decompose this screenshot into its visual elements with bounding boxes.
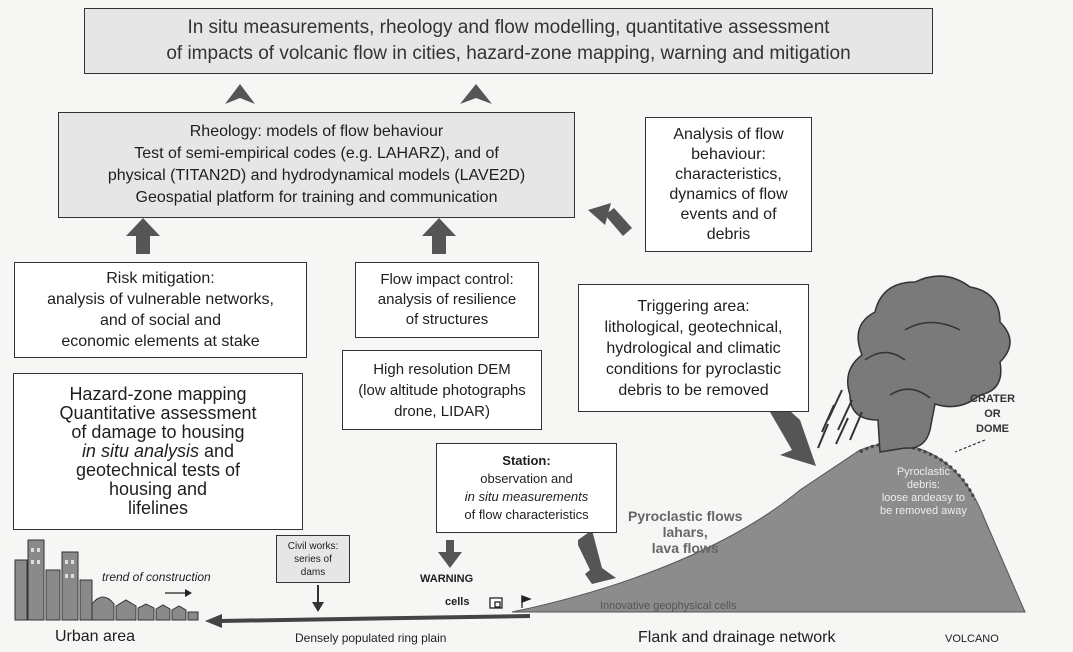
- analysis-line-1: Analysis of flow: [673, 125, 784, 143]
- hazard-line-7: housing and: [108, 479, 208, 499]
- hazard-line-3: of damage to housing: [71, 422, 245, 442]
- rheology-line-3: physical (TITAN2D) and hydrodynamical mo…: [107, 167, 526, 184]
- dem-line-2: (low altitude photographs: [358, 381, 526, 399]
- analysis-line-4: dynamics of flow: [669, 185, 788, 203]
- analysis-box: Analysis of flow behaviour: characterist…: [645, 117, 812, 252]
- risk-line-1: Risk mitigation:: [106, 270, 215, 287]
- station-box: Station: observation and in situ measure…: [436, 443, 617, 533]
- hazard-line-5: and: [204, 441, 235, 461]
- station-line-3: of flow characteristics: [464, 507, 589, 522]
- flows-line-3: lava flows: [651, 540, 719, 556]
- flow-impact-box: Flow impact control: analysis of resilie…: [355, 262, 539, 338]
- impact-line-2: analysis of resilience: [377, 291, 517, 308]
- risk-mitigation-box: Risk mitigation: analysis of vulnerable …: [14, 262, 307, 358]
- up-arrow-2: [460, 84, 492, 104]
- geophysical-cells-label: Innovative geophysical cells: [600, 600, 737, 612]
- triggering-area-box: Triggering area: lithological, geotechni…: [578, 284, 809, 412]
- ground-flow-arrow: [205, 614, 531, 628]
- flows-label: Pyroclastic flows lahars, lava flows: [628, 508, 742, 556]
- rheology-line-1: Rheology: models of flow behaviour: [189, 123, 444, 140]
- rheology-line-2: Test of semi-empirical codes (e.g. LAHAR…: [134, 145, 499, 162]
- trigger-line-5: debris to be removed: [618, 381, 769, 399]
- up-arrow-1: [225, 84, 255, 104]
- crater-text: CRATER: [970, 393, 1016, 405]
- risk-line-3: and of social and: [100, 312, 221, 329]
- up-arrow-impact: [422, 218, 456, 254]
- dem-box: High resolution DEM (low altitude photog…: [342, 350, 542, 430]
- flows-line-1: Pyroclastic flows: [628, 508, 743, 524]
- civil-works-box: Civil works: series of dams: [276, 535, 350, 583]
- analysis-line-5: events and of: [680, 205, 777, 223]
- volcano-label: VOLCANO: [945, 633, 999, 645]
- analysis-line-3: characteristics,: [675, 165, 782, 183]
- hazard-zone-box: Hazard-zone mapping Quantitative assessm…: [13, 373, 303, 530]
- urban-area-label: Urban area: [55, 628, 136, 645]
- hazard-line-2: Quantitative assessment: [59, 403, 257, 423]
- analysis-line-6: debris: [706, 225, 751, 243]
- civil-line-3: dams: [300, 566, 326, 578]
- rheology-box: Rheology: models of flow behaviour Test …: [58, 112, 575, 218]
- arrow-station-to-flank: [578, 530, 616, 584]
- arrow-trigger-to-volcano: [770, 402, 816, 466]
- trigger-line-1: Triggering area:: [637, 297, 750, 315]
- dem-line-1: High resolution DEM: [373, 360, 511, 378]
- risk-line-4: economic elements at stake: [61, 333, 260, 350]
- goal-box: In situ measurements, rheology and flow …: [84, 8, 933, 74]
- risk-line-2: analysis of vulnerable networks,: [47, 291, 274, 308]
- debris-line-2: debris:: [906, 479, 940, 491]
- civil-down-arrow: [312, 585, 324, 612]
- trigger-line-3: hydrological and climatic: [606, 339, 781, 357]
- hazard-line-1: Hazard-zone mapping: [69, 384, 247, 404]
- arrow-analysis-to-rheology: [588, 203, 632, 236]
- flows-line-2: lahars,: [662, 524, 708, 540]
- impact-line-3: of structures: [405, 311, 489, 328]
- dem-line-3: drone, LIDAR): [394, 402, 490, 420]
- civil-line-1: Civil works:: [287, 540, 339, 552]
- impact-line-1: Flow impact control:: [380, 271, 514, 288]
- warning-label: WARNING: [420, 573, 474, 585]
- rheology-line-4: Geospatial platform for training and com…: [135, 189, 498, 206]
- debris-line-4: be removed away: [880, 505, 967, 517]
- volcanic-plume: [847, 275, 1011, 453]
- station-title: Station:: [502, 453, 551, 468]
- ring-plain-label: Densely populated ring plain: [295, 631, 447, 645]
- trigger-line-2: lithological, geotechnical,: [604, 318, 783, 336]
- pyroclastic-debris-label: Pyroclastic debris: loose andeasy to be …: [880, 466, 967, 518]
- civil-line-2: series of: [294, 553, 332, 565]
- warning-down-arrow: [438, 540, 462, 568]
- or-text: OR: [984, 408, 1001, 420]
- debris-line-3: loose andeasy to: [881, 492, 965, 504]
- sensor-cell-icon: [489, 595, 532, 609]
- rain-icon: [817, 389, 863, 449]
- station-line-1: observation and: [480, 471, 573, 486]
- hazard-line-8: lifelines: [127, 498, 189, 518]
- cells-label: cells: [445, 596, 470, 608]
- dome-text: DOME: [976, 423, 1009, 435]
- city-windows: [31, 548, 74, 578]
- hazard-line-6: geotechnical tests of: [75, 460, 241, 480]
- trend-arrow: [165, 589, 192, 597]
- crater-pointer: [954, 439, 986, 453]
- station-line-2: in situ measurements: [464, 489, 589, 504]
- goal-line-2: of impacts of volcanic flow in cities, h…: [166, 43, 851, 64]
- trigger-line-4: conditions for pyroclastic: [605, 360, 782, 378]
- crater-label: CRATER OR DOME: [970, 392, 1015, 437]
- goal-line-1: In situ measurements, rheology and flow …: [187, 17, 830, 38]
- debris-line-1: Pyroclastic: [896, 466, 950, 478]
- trend-label: trend of construction: [102, 570, 211, 584]
- hazard-line-4: in situ analysis: [81, 441, 199, 461]
- analysis-line-2: behaviour:: [691, 145, 766, 163]
- flank-label: Flank and drainage network: [638, 629, 836, 646]
- up-arrow-risk: [126, 218, 160, 254]
